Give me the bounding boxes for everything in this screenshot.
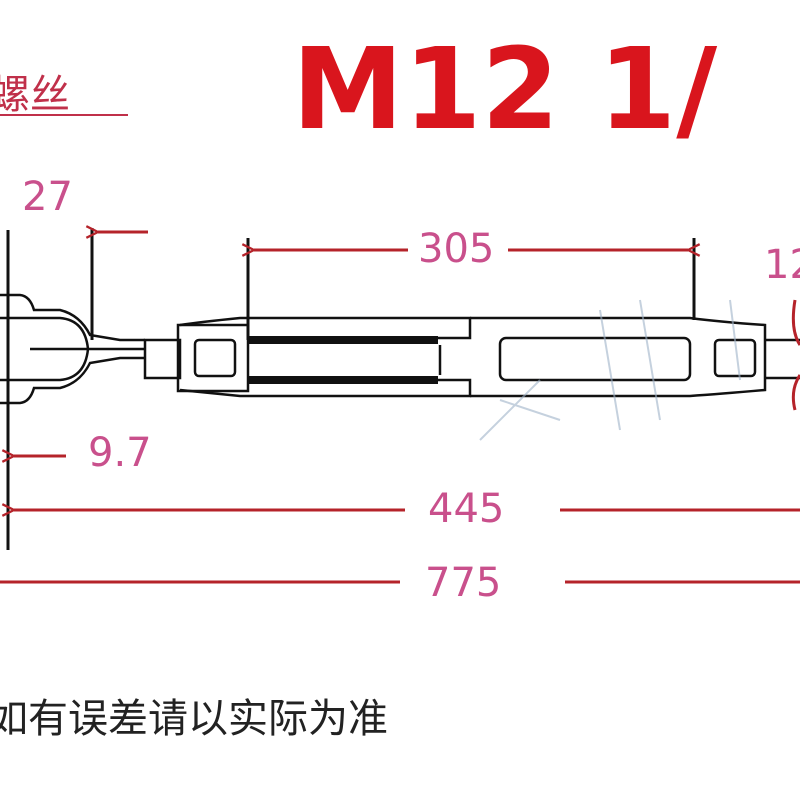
extension-lines <box>6 228 696 550</box>
dimension-775: 775 <box>425 560 501 606</box>
thread-label: 螺丝 <box>0 72 70 118</box>
dimension-lines <box>0 232 800 584</box>
frame-thick-bars <box>248 336 438 384</box>
model-title: M12 1/ <box>292 25 717 155</box>
tolerance-note: 如有误差请以实际为准 <box>0 696 388 742</box>
dimension-445: 445 <box>428 486 504 532</box>
dimension-9-7: 9.7 <box>88 430 152 476</box>
watermark <box>479 299 741 441</box>
turnbuckle-body <box>0 293 800 405</box>
dimension-12: 12 <box>764 242 800 288</box>
dimension-305: 305 <box>418 226 494 272</box>
dimension-27: 27 <box>22 174 73 220</box>
